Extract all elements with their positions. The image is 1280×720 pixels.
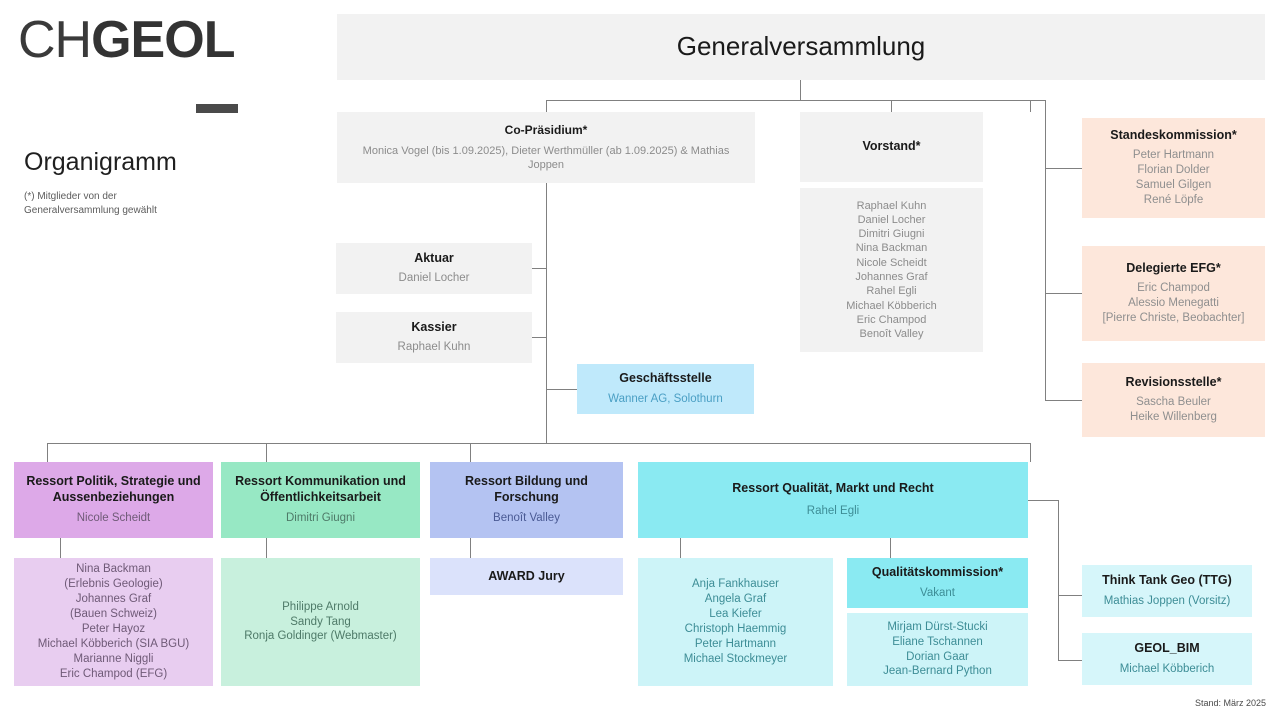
- kassier-members: Raphael Kuhn: [397, 341, 471, 354]
- revisionsstelle-members: Sascha Beuler Heike Willenberg: [1130, 396, 1217, 424]
- node-think-tank-geo[interactable]: Think Tank Geo (TTG) Mathias Joppen (Vor…: [1082, 565, 1252, 617]
- connector-ressort-bus: [47, 443, 1031, 444]
- connector-bus-to-qualitaet: [1030, 443, 1031, 462]
- chgeol-logo: CHGEOL: [18, 11, 235, 69]
- node-qualitaetskommission[interactable]: Qualitätskommission* Vakant: [847, 558, 1028, 608]
- connector-to-kassier: [532, 337, 546, 338]
- ressort-kommunikation-members: Philippe Arnold Sandy Tang Ronja Golding…: [244, 600, 397, 643]
- connector-central-spine: [546, 183, 547, 443]
- connector-qualitaet-right: [1028, 500, 1058, 501]
- connector-bus-to-politik: [47, 443, 48, 462]
- kassier-title: Kassier: [411, 319, 457, 334]
- qualitaetskommission-title: Qualitätskommission*: [871, 565, 1004, 580]
- connector-to-geol-bim: [1058, 660, 1082, 661]
- qualitaetskommission-members: Mirjam Dürst-Stucki Eliane Tschannen Dor…: [883, 620, 992, 678]
- connector-right-trunk: [1045, 100, 1046, 400]
- node-ressort-politik-members[interactable]: Nina Backman (Erlebnis Geologie) Johanne…: [14, 558, 213, 686]
- node-delegierte-efg[interactable]: Delegierte EFG* Eric Champod Alessio Men…: [1082, 246, 1265, 341]
- qualitaetskommission-lead: Vakant: [920, 586, 955, 599]
- page-title: Organigramm: [24, 148, 177, 176]
- connector-gv-down: [800, 80, 801, 100]
- delegierte-efg-members: Eric Champod Alessio Menegatti [Pierre C…: [1102, 282, 1245, 325]
- connector-to-standeskommission: [1045, 168, 1082, 169]
- logo-text-ch: CH: [18, 11, 92, 69]
- node-qualitaetskommission-members[interactable]: Mirjam Dürst-Stucki Eliane Tschannen Dor…: [847, 613, 1028, 686]
- ressort-politik-title: Ressort Politik, Strategie und Aussenbez…: [26, 474, 201, 504]
- node-geol-bim[interactable]: GEOL_BIM Michael Köbberich: [1082, 633, 1252, 685]
- connector-to-aktuar: [532, 268, 546, 269]
- ressort-kommunikation-title: Ressort Kommunikation und Öffentlichkeit…: [235, 474, 406, 504]
- connector-right-trunk-top: [1030, 100, 1046, 101]
- connector-bus-to-kommunikation: [266, 443, 267, 462]
- connector-qualitaet-right-trunk: [1058, 500, 1059, 660]
- award-jury-title: AWARD Jury: [488, 568, 565, 583]
- status-date: Stand: März 2025: [1194, 698, 1266, 708]
- connector-politik-to-members: [60, 538, 61, 558]
- node-aktuar[interactable]: Aktuar Daniel Locher: [336, 243, 532, 294]
- logo-dash-mark: [196, 104, 238, 113]
- ressort-politik-lead: Nicole Scheidt: [76, 511, 151, 524]
- geschaeftsstelle-title: Geschäftsstelle: [619, 371, 712, 386]
- connector-to-revisionsstelle: [1045, 400, 1082, 401]
- connector-right-drop: [1030, 100, 1031, 112]
- ressort-bildung-title: Ressort Bildung und Forschung: [465, 474, 588, 504]
- node-standeskommission[interactable]: Standeskommission* Peter Hartmann Floria…: [1082, 118, 1265, 218]
- logo-text-geol: GEOL: [91, 11, 235, 69]
- connector-bus-to-bildung: [470, 443, 471, 462]
- aktuar-title: Aktuar: [414, 250, 454, 265]
- delegierte-efg-title: Delegierte EFG*: [1126, 260, 1221, 275]
- connector-to-think-tank-geo: [1058, 595, 1082, 596]
- geschaeftsstelle-members: Wanner AG, Solothurn: [608, 392, 723, 405]
- ressort-politik-members: Nina Backman (Erlebnis Geologie) Johanne…: [37, 563, 190, 680]
- node-geschaeftsstelle[interactable]: Geschäftsstelle Wanner AG, Solothurn: [577, 364, 754, 414]
- ressort-kommunikation-lead: Dimitri Giugni: [285, 511, 355, 524]
- node-co-praesidium[interactable]: Co-Präsidium* Monica Vogel (bis 1.09.202…: [337, 112, 755, 183]
- node-ressort-kommunikation-members[interactable]: Philippe Arnold Sandy Tang Ronja Golding…: [221, 558, 420, 686]
- connector-to-geschaeftsstelle: [546, 389, 577, 390]
- connector-qualitaet-to-kommission: [890, 538, 891, 558]
- aktuar-members: Daniel Locher: [398, 272, 470, 285]
- connector-qualitaet-to-members: [680, 538, 681, 558]
- connector-gv-bus: [546, 100, 1031, 101]
- ressort-qualitaet-lead: Rahel Egli: [806, 505, 860, 518]
- geol-bim-title: GEOL_BIM: [1134, 641, 1200, 656]
- ressort-bildung-lead: Benoît Valley: [493, 511, 560, 524]
- think-tank-geo-title: Think Tank Geo (TTG): [1102, 573, 1232, 588]
- co-praesidium-members: Monica Vogel (bis 1.09.2025), Dieter Wer…: [362, 144, 730, 171]
- ressort-qualitaet-title: Ressort Qualität, Markt und Recht: [732, 480, 934, 495]
- generalversammlung-title: Generalversammlung: [676, 31, 926, 62]
- legend-note: (*) Mitglieder von der Generalversammlun…: [24, 191, 157, 216]
- node-kassier[interactable]: Kassier Raphael Kuhn: [336, 312, 532, 363]
- node-vorstand-members[interactable]: Raphael Kuhn Daniel Locher Dimitri Giugn…: [800, 188, 983, 352]
- node-ressort-qualitaet-members[interactable]: Anja Fankhauser Angela Graf Lea Kiefer C…: [638, 558, 833, 686]
- node-generalversammlung[interactable]: Generalversammlung: [337, 14, 1265, 80]
- node-vorstand[interactable]: Vorstand*: [800, 112, 983, 182]
- node-ressort-politik[interactable]: Ressort Politik, Strategie und Aussenbez…: [14, 462, 213, 538]
- standeskommission-title: Standeskommission*: [1110, 128, 1237, 142]
- connector-to-copraesidium: [546, 100, 547, 112]
- vorstand-members: Raphael Kuhn Daniel Locher Dimitri Giugn…: [846, 199, 937, 341]
- think-tank-geo-members: Mathias Joppen (Vorsitz): [1103, 594, 1231, 607]
- connector-kommunikation-to-members: [266, 538, 267, 558]
- vorstand-title: Vorstand*: [862, 139, 921, 154]
- node-ressort-bildung[interactable]: Ressort Bildung und Forschung Benoît Val…: [430, 462, 623, 538]
- node-revisionsstelle[interactable]: Revisionsstelle* Sascha Beuler Heike Wil…: [1082, 363, 1265, 437]
- connector-bildung-to-award: [470, 538, 471, 558]
- ressort-qualitaet-members: Anja Fankhauser Angela Graf Lea Kiefer C…: [683, 578, 788, 665]
- standeskommission-members: Peter Hartmann Florian Dolder Samuel Gil…: [1132, 149, 1215, 207]
- co-praesidium-title: Co-Präsidium*: [504, 122, 588, 137]
- revisionsstelle-title: Revisionsstelle*: [1125, 374, 1222, 389]
- geol-bim-members: Michael Köbberich: [1119, 662, 1215, 675]
- node-ressort-qualitaet[interactable]: Ressort Qualität, Markt und Recht Rahel …: [638, 462, 1028, 538]
- connector-to-delegierte-efg: [1045, 293, 1082, 294]
- connector-to-vorstand: [891, 100, 892, 112]
- node-award-jury[interactable]: AWARD Jury: [430, 558, 623, 595]
- node-ressort-kommunikation[interactable]: Ressort Kommunikation und Öffentlichkeit…: [221, 462, 420, 538]
